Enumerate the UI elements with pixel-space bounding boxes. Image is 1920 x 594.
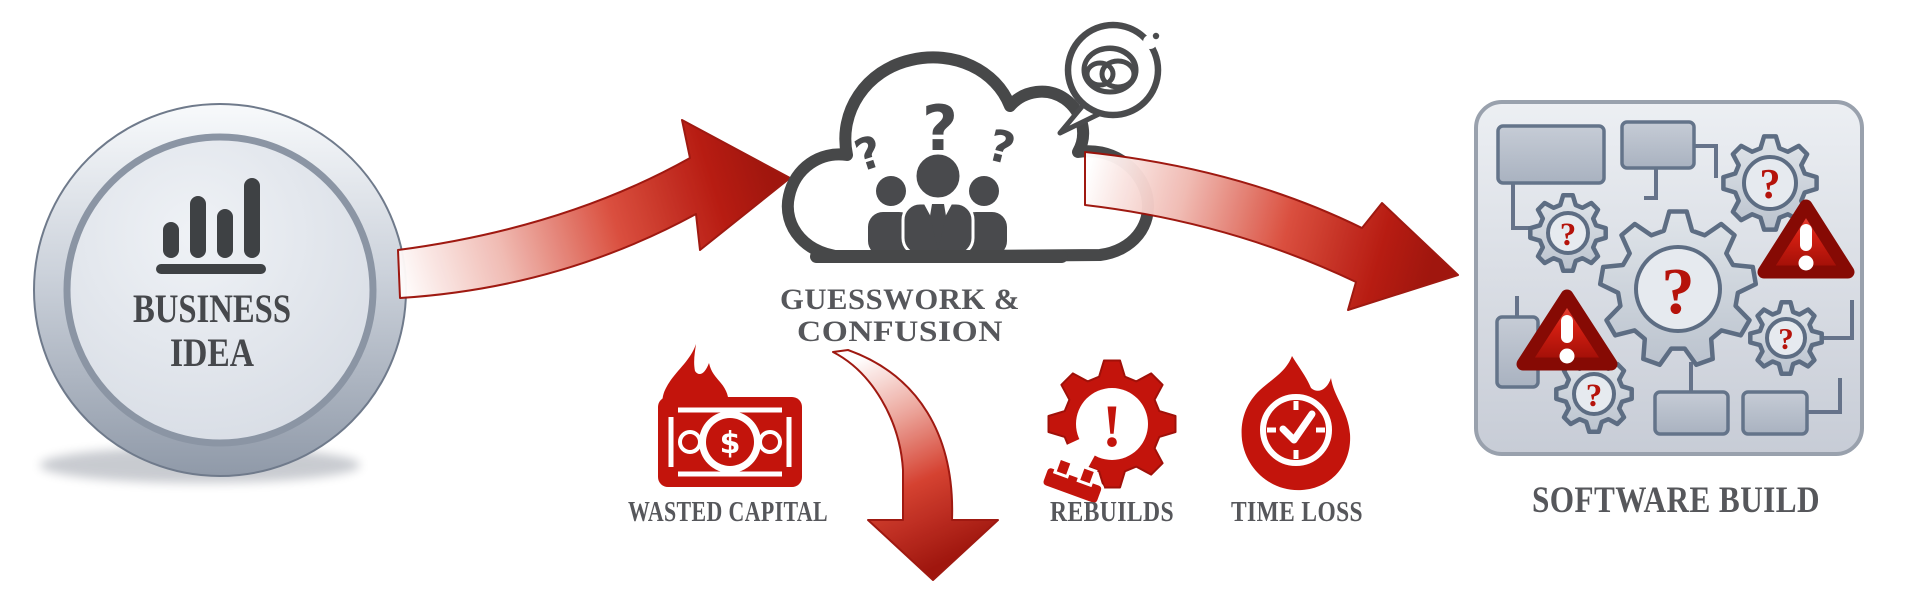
time-loss-item: TIME LOSS (1231, 356, 1363, 528)
guesswork-label-line2: CONFUSION (797, 315, 1003, 348)
flowchart-box (1741, 390, 1809, 436)
time-loss-label: TIME LOSS (1231, 496, 1363, 528)
flowchart-box (1653, 390, 1730, 436)
wasted-capital-label: WASTED CAPITAL (628, 496, 828, 528)
gear-icon: ? (1528, 193, 1608, 273)
fireball-icon (1241, 356, 1351, 491)
gear-icon: ? (1721, 134, 1819, 232)
warning-triangle-icon (1516, 289, 1618, 371)
question-mark: ? (922, 92, 958, 165)
arrow-idea-to-cloud-icon (397, 119, 791, 299)
exclamation-mark: ! (1102, 393, 1122, 459)
connector-lines (1511, 144, 1854, 414)
arrow-cloud-down-icon (832, 349, 999, 581)
broken-gear-icon: ! (1034, 359, 1177, 512)
question-mark: ? (1760, 162, 1781, 208)
dollar-sign: $ (720, 426, 741, 461)
wasted-capital-item: $ WASTED CAPITAL (628, 344, 828, 528)
business-idea-label-line1: BUSINESS (133, 286, 291, 331)
question-mark: ? (1662, 255, 1695, 328)
guesswork-cloud-node: ? ? ? GUESSWORK & CONFUSION (780, 51, 1154, 348)
gear-fragment (1040, 456, 1105, 506)
clock-icon (1260, 394, 1332, 466)
rebuilds-label: REBUILDS (1050, 496, 1174, 528)
bar-chart-icon (156, 178, 266, 274)
rebuilds-item: ! REBUILDS (1034, 359, 1177, 528)
thought-scribble-icon (1057, 21, 1162, 136)
business-idea-node: BUSINESS IDEA (33, 103, 407, 483)
question-mark: ? (1586, 378, 1603, 414)
gear-icon: ? (1597, 209, 1759, 368)
software-build-panel: ? ? ? ? ? SOFTWARE BUILD (1474, 100, 1864, 521)
question-mark: ? (1778, 321, 1794, 356)
banknote-icon: $ (658, 397, 802, 487)
gear-icon: ? (1748, 300, 1824, 376)
flowchart-box (1496, 124, 1606, 185)
guesswork-label-line1: GUESSWORK & (780, 283, 1020, 316)
warning-triangle-icon (1757, 199, 1855, 279)
gear-icon: ? (1554, 354, 1634, 434)
question-mark: ? (1560, 217, 1577, 253)
people-icon (868, 151, 1007, 257)
software-build-label: SOFTWARE BUILD (1532, 480, 1820, 521)
flowchart-box (1620, 120, 1696, 170)
arrow-cloud-to-build-icon (1084, 151, 1459, 311)
badge-inner-face (63, 133, 377, 447)
business-idea-label-line2: IDEA (170, 330, 254, 375)
cloud-baseline (810, 250, 1068, 263)
